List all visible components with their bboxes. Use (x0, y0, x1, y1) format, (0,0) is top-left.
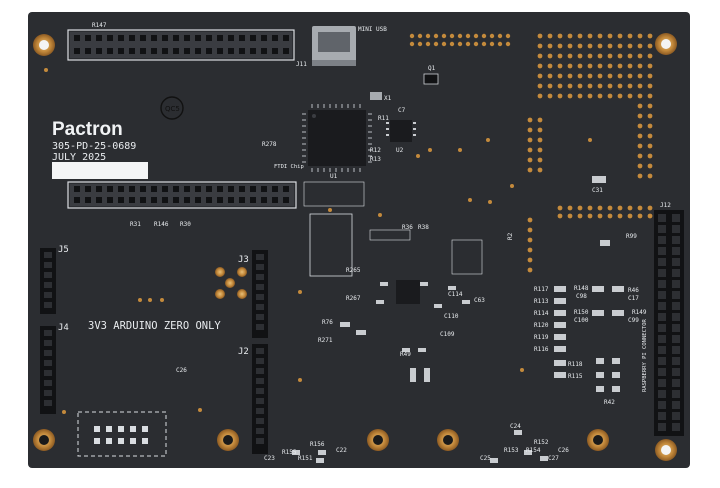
ref-j3: J3 (238, 255, 249, 265)
ref-r152: R152 (534, 439, 549, 446)
ref-r156: R156 (310, 441, 325, 448)
ref-r115: R115 (568, 373, 583, 380)
ref-r119: R119 (534, 334, 549, 341)
ref-r99: R99 (626, 233, 637, 240)
ref-c26-left: C26 (176, 367, 187, 374)
ftdi-label: FTDI Chip (274, 164, 304, 170)
ref-c23-left: C23 (264, 455, 275, 462)
arduino-header-j2 (252, 344, 268, 454)
ref-r147: R147 (92, 22, 107, 29)
ref-r36: R36 (402, 224, 413, 231)
qc-stamp-text: QC5 (165, 105, 180, 113)
ref-c22: C22 (336, 447, 347, 454)
ref-r120: R120 (534, 322, 549, 329)
ref-r11: R11 (378, 115, 389, 122)
ref-j12: J12 (660, 202, 671, 209)
ref-r155: R155 (282, 449, 297, 456)
ref-c114: C114 (448, 291, 463, 298)
ref-r265: R265 (346, 267, 361, 274)
ref-r148: R148 (574, 285, 589, 292)
ref-j4: J4 (58, 323, 69, 333)
ref-r154: R154 (526, 447, 541, 454)
ref-c98: C98 (576, 293, 587, 300)
ref-c25: C25 (480, 455, 491, 462)
blank-label-area (52, 162, 148, 179)
ref-u2: U2 (396, 147, 404, 154)
ref-r31: R31 (130, 221, 141, 228)
ref-c27: C27 (548, 455, 559, 462)
ref-j5: J5 (58, 245, 69, 255)
ref-c110: C110 (444, 313, 459, 320)
arduino-header-j5 (40, 248, 56, 314)
ref-c100: C100 (574, 317, 589, 324)
qc-stamp (160, 96, 184, 120)
ref-c63: C63 (474, 297, 485, 304)
scattered-vias (44, 68, 592, 414)
via-grid-top-center (409, 33, 511, 47)
center-component-cluster (303, 181, 483, 382)
ref-c26: C26 (558, 447, 569, 454)
via-grid-top-right (527, 33, 653, 273)
ref-r149: R149 (632, 309, 647, 316)
arduino-header-j4 (40, 326, 56, 414)
ref-x1: X1 (384, 95, 392, 102)
ref-c17: C17 (628, 295, 639, 302)
ref-r267: R267 (346, 295, 361, 302)
ref-r118: R118 (568, 361, 583, 368)
mini-usb-label: MINI USB (358, 26, 387, 33)
ref-q1: Q1 (428, 65, 436, 72)
ref-r271: R271 (318, 337, 333, 344)
build-date: JULY 2025 (52, 152, 106, 163)
rpi-connector-j12 (654, 210, 684, 436)
pactron-logo: Pactron (52, 119, 123, 140)
ref-c99: C99 (628, 317, 639, 324)
board-substrate (28, 12, 690, 468)
ref-c109: C109 (440, 331, 455, 338)
ref-r150: R150 (574, 309, 589, 316)
ref-u1: U1 (330, 173, 338, 180)
ref-c7: C7 (398, 107, 406, 114)
ref-r12: R12 (370, 147, 381, 154)
ref-r2: R2 (507, 232, 514, 240)
gold-pads-cluster (215, 267, 247, 299)
ref-r49: R49 (400, 351, 411, 358)
ref-r117: R117 (534, 286, 549, 293)
bottom-passives (292, 430, 548, 463)
crystal-x1 (370, 92, 382, 100)
ref-r113: R113 (534, 298, 549, 305)
cap-c31 (592, 176, 606, 183)
ref-c24: C24 (510, 423, 521, 430)
mini-usb-connector (312, 26, 356, 66)
small-chip-u2 (386, 120, 416, 142)
top-left-header (67, 29, 295, 61)
ref-r76: R76 (322, 319, 333, 326)
ref-r46: R46 (628, 287, 639, 294)
rpi-label: RASPBERRY PI CONNECTOR (642, 318, 648, 392)
programming-header-dashed (77, 411, 167, 457)
resistor-bank-right (554, 240, 624, 392)
ref-r151: R151 (298, 455, 313, 462)
ref-j2: J2 (238, 347, 249, 357)
ref-r42: R42 (604, 399, 615, 406)
ref-r278: R278 (262, 141, 277, 148)
ftdi-chip (302, 104, 372, 172)
ref-r30: R30 (180, 221, 191, 228)
ref-r13: R13 (370, 156, 381, 163)
part-number: 305-PD-25-0689 (52, 141, 136, 152)
arduino-zero-label: 3V3 ARDUINO ZERO ONLY (88, 320, 221, 332)
ref-r153: R153 (504, 447, 519, 454)
ref-r114: R114 (534, 310, 549, 317)
mounting-holes (33, 33, 677, 461)
ref-r146: R146 (154, 221, 169, 228)
ref-r116: R116 (534, 346, 549, 353)
ref-j11: J11 (296, 61, 307, 68)
mid-left-header (67, 181, 297, 209)
transistor-q1 (423, 73, 439, 85)
arduino-header-j3 (252, 250, 268, 338)
ref-r38: R38 (418, 224, 429, 231)
ref-c31: C31 (592, 187, 603, 194)
